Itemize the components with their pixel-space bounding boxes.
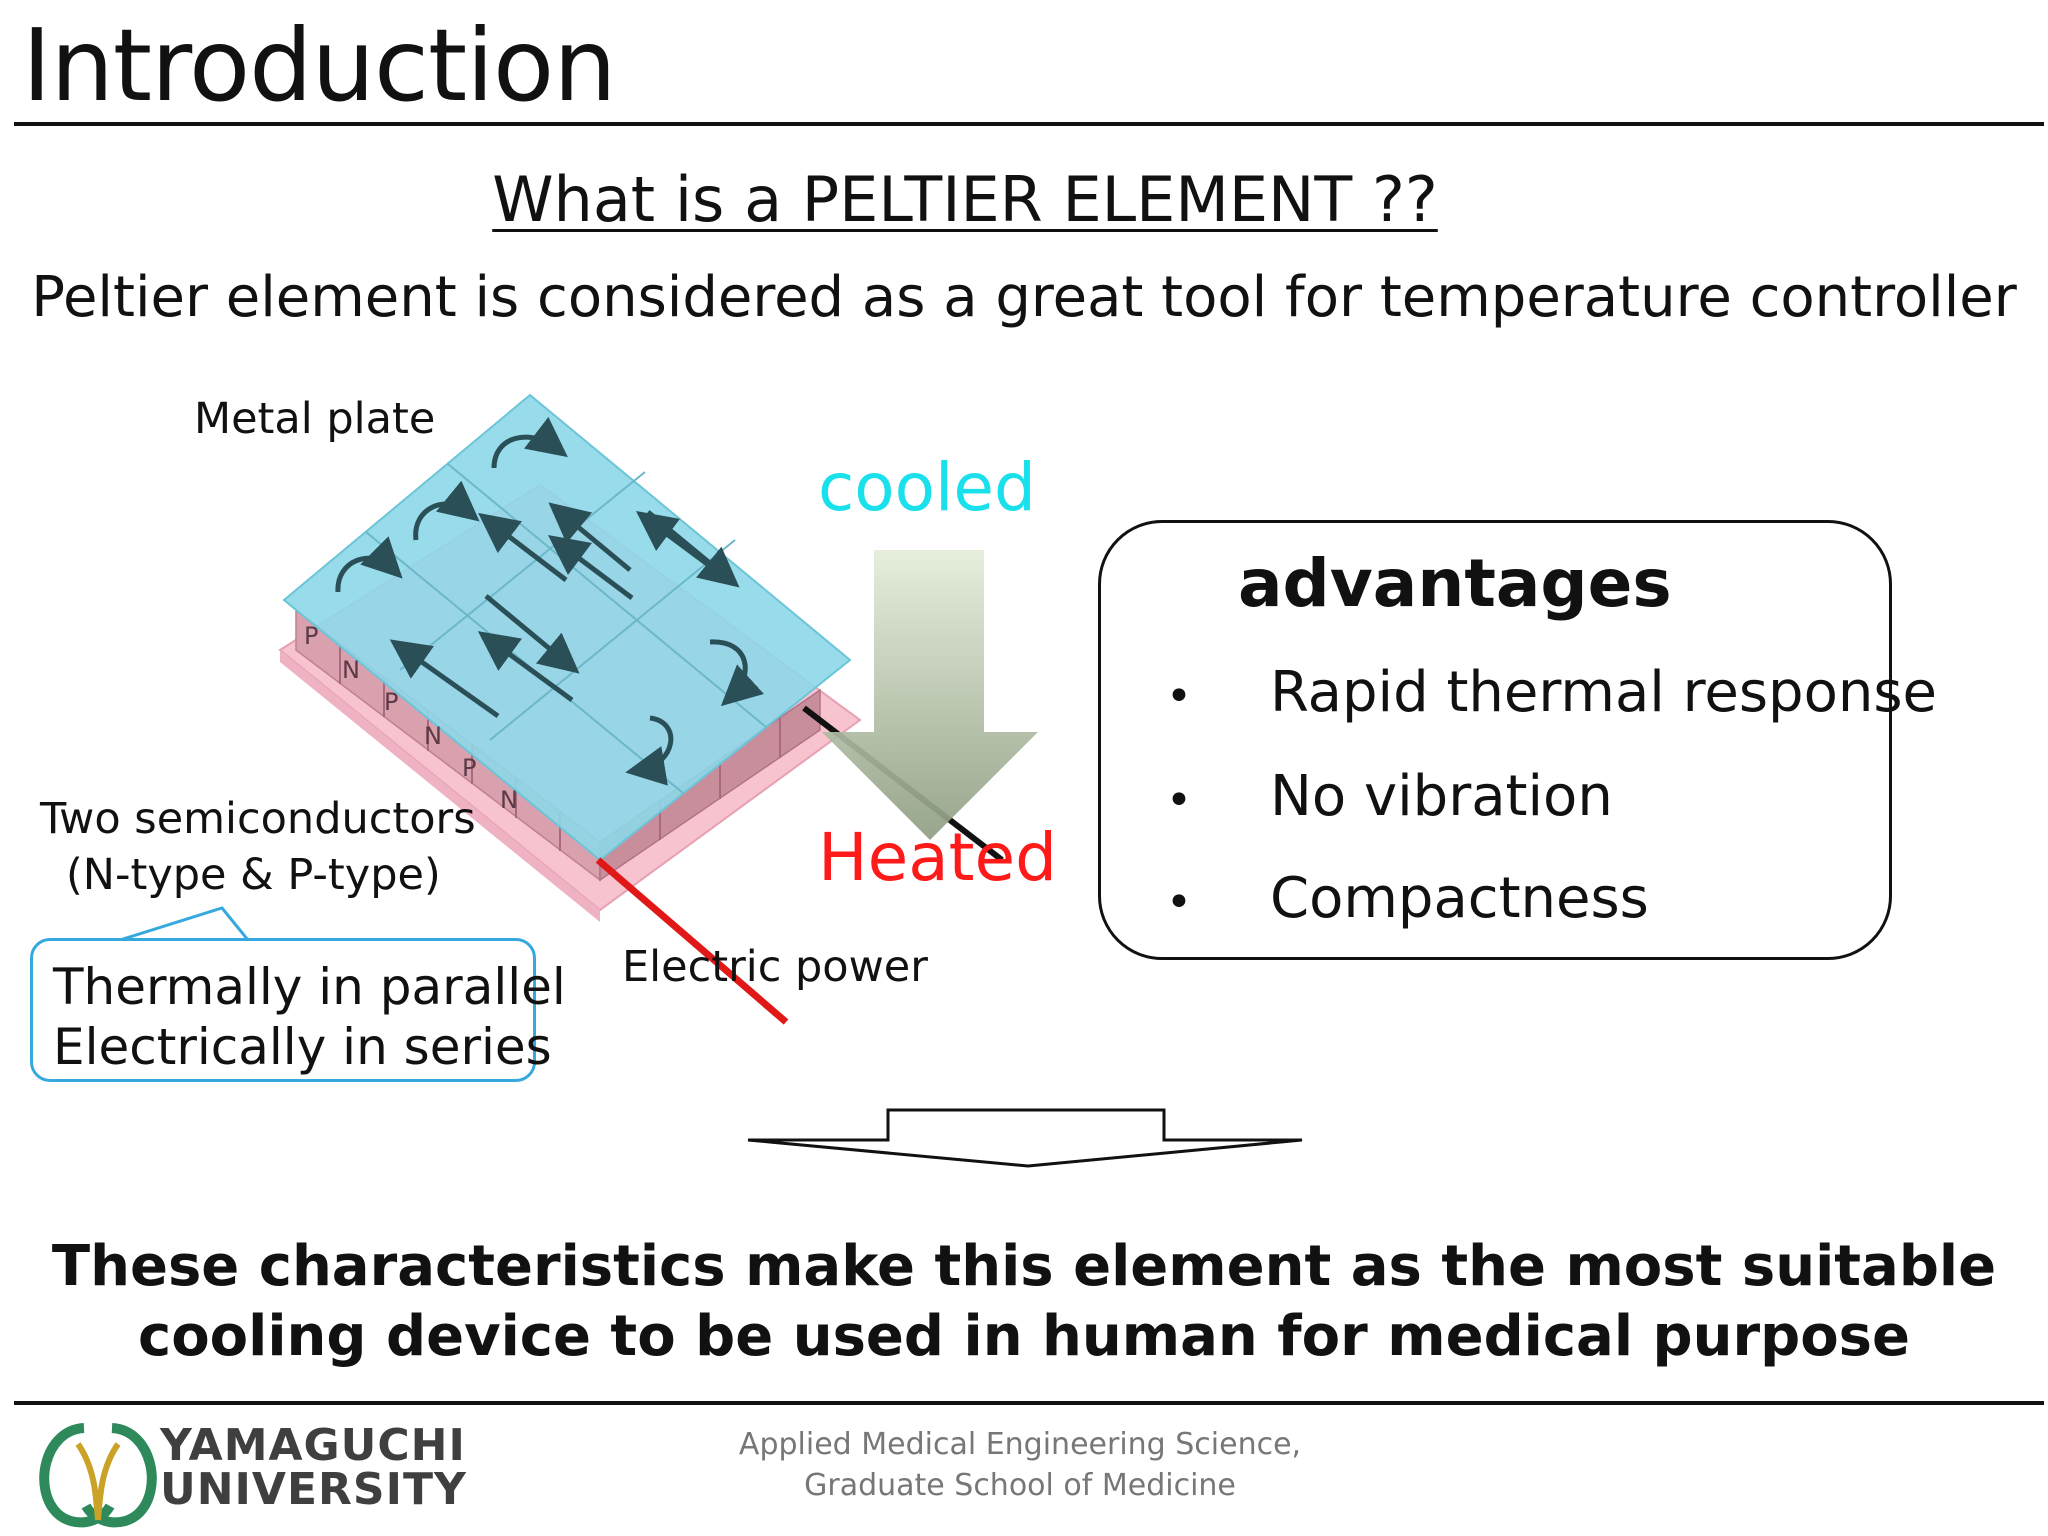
- callout-pointer: [119, 906, 252, 942]
- logo-line: YAMAGUCHI: [160, 1420, 466, 1471]
- conclusion-text: These characteristics make this element …: [0, 1232, 2048, 1372]
- conclusion-line: These characteristics make this element …: [51, 1234, 1997, 1299]
- lead-text: Peltier element is considered as a great…: [31, 265, 2017, 330]
- advantage-text: Rapid thermal response: [1270, 660, 1937, 725]
- connection-callout: Thermally in parallel Electrically in se…: [30, 938, 566, 1082]
- advantage-item: • Compactness: [1166, 864, 1649, 938]
- advantages-box: [1098, 520, 1892, 960]
- bullet-icon: •: [1166, 671, 1192, 722]
- department-line: Graduate School of Medicine: [804, 1468, 1236, 1503]
- pn-letter: P: [384, 688, 398, 716]
- electric-power-label: Electric power: [622, 942, 928, 992]
- heated-label: Heated: [818, 819, 1058, 896]
- advantage-text: No vibration: [1270, 764, 1613, 829]
- semiconductors-type-label: (N-type & P-type): [66, 850, 441, 900]
- university-logo-text: YAMAGUCHI UNIVERSITY: [160, 1424, 467, 1512]
- pn-letter: N: [342, 656, 360, 684]
- pn-letter: N: [500, 786, 518, 814]
- pn-letter: N: [424, 722, 442, 750]
- logo-line: UNIVERSITY: [160, 1464, 467, 1515]
- advantage-item: • Rapid thermal response: [1166, 658, 1937, 732]
- department-footer: Applied Medical Engineering Science, Gra…: [620, 1424, 1420, 1506]
- cooled-label: cooled: [818, 449, 1036, 526]
- advantage-item: • No vibration: [1166, 762, 1613, 836]
- callout-line-electrical: Electrically in series: [53, 1018, 552, 1076]
- heat-flow-arrow: [822, 550, 1038, 840]
- callout-line-thermal: Thermally in parallel: [53, 958, 566, 1016]
- slide-title: Introduction: [22, 7, 617, 124]
- current-arrows: [335, 416, 764, 786]
- bullet-icon: •: [1166, 877, 1192, 928]
- advantage-text: Compactness: [1270, 866, 1649, 931]
- pn-letter: P: [462, 754, 476, 782]
- pn-labels: P N P N P N: [304, 622, 518, 814]
- conclusion-line: cooling device to be used in human for m…: [138, 1304, 1910, 1369]
- pn-letter: P: [304, 622, 318, 650]
- title-rule: [14, 122, 2044, 126]
- department-line: Applied Medical Engineering Science,: [738, 1427, 1302, 1462]
- semiconductors-label: Two semiconductors: [40, 794, 476, 844]
- conclusion-arrow: [747, 1108, 1303, 1168]
- advantages-title: advantages: [1238, 545, 1672, 622]
- red-wire: [595, 857, 789, 1025]
- slide-subtitle: What is a PELTIER ELEMENT ??: [492, 163, 1438, 236]
- bullet-icon: •: [1166, 775, 1192, 826]
- university-logo-mark: [39, 1423, 157, 1528]
- metal-plate-label: Metal plate: [194, 394, 436, 444]
